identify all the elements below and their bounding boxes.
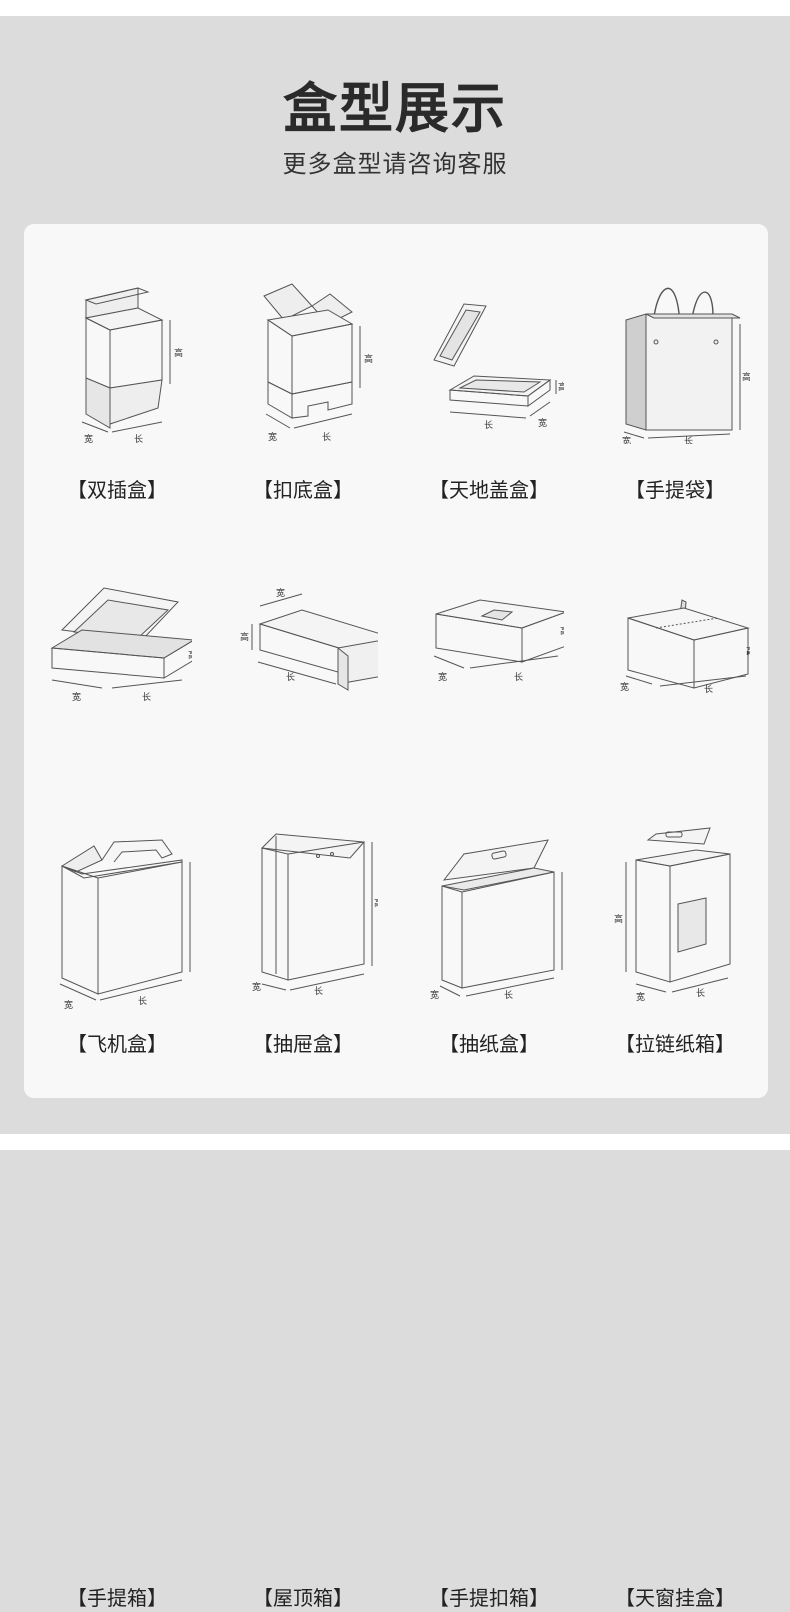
svg-text:高: 高 xyxy=(742,371,750,383)
box-label: 【扣底盒】 xyxy=(253,478,353,502)
svg-text:长: 长 xyxy=(484,419,493,431)
box-label: 【屋顶箱】 xyxy=(253,1586,353,1610)
svg-text:长: 长 xyxy=(142,691,151,703)
page-subtitle: 更多盒型请咨询客服 xyxy=(282,150,508,178)
box-label: 【天地盖盒】 xyxy=(429,478,549,502)
box-card-tissue[interactable]: 高 宽 长 【抽纸盒】 xyxy=(396,538,582,1056)
box-card-roof-box[interactable]: 高 宽 长 【屋顶箱】 xyxy=(210,794,396,1610)
svg-text:长: 长 xyxy=(514,671,523,683)
box-card-double-tuck[interactable]: 高 宽 长 【双插盒】 xyxy=(24,224,210,502)
height-label: 高 xyxy=(174,347,183,359)
svg-text:宽: 宽 xyxy=(252,981,261,993)
box-card-handbag[interactable]: 高 宽 长 【手提袋】 xyxy=(582,224,768,502)
box-label: 【抽纸盒】 xyxy=(439,1032,539,1056)
svg-text:高: 高 xyxy=(746,645,750,657)
svg-text:高: 高 xyxy=(560,625,564,637)
svg-text:高: 高 xyxy=(614,913,623,925)
svg-text:高: 高 xyxy=(240,631,249,643)
svg-text:高: 高 xyxy=(374,897,378,909)
svg-text:宽: 宽 xyxy=(538,417,547,429)
drawer-box-icon: 宽 高 长 xyxy=(228,558,378,758)
svg-text:长: 长 xyxy=(134,433,143,444)
svg-text:长: 长 xyxy=(504,989,513,1001)
box-card-handle-lock-box[interactable]: 高 宽 长 【手提扣箱】 xyxy=(396,794,582,1610)
svg-text:高: 高 xyxy=(364,353,373,365)
svg-text:宽: 宽 xyxy=(636,991,645,1003)
svg-text:长: 长 xyxy=(138,995,147,1007)
svg-text:宽: 宽 xyxy=(622,435,631,444)
bottom-band xyxy=(0,1134,790,1150)
roof-box-icon: 高 宽 长 xyxy=(228,814,378,1014)
box-catalog-panel: 高 宽 长 【双插盒】 高 宽 长 xyxy=(24,224,768,1610)
box-card-mailer[interactable]: 高 宽 长 【飞机盒】 xyxy=(24,538,210,1056)
page-title: 盒型展示 xyxy=(283,77,507,140)
handle-box-icon: 高 宽 长 xyxy=(42,814,192,1014)
box-label: 【手提箱】 xyxy=(67,1586,167,1610)
mailer-box-icon: 高 宽 长 xyxy=(42,558,192,758)
box-label: 【天窗挂盒】 xyxy=(615,1586,735,1610)
box-card-lid-base[interactable]: 高 长 宽 【天地盖盒】 xyxy=(396,224,582,502)
svg-text:宽: 宽 xyxy=(64,999,73,1011)
box-card-drawer[interactable]: 宽 高 长 【抽屉盒】 xyxy=(210,538,396,1056)
svg-text:长: 长 xyxy=(704,683,713,695)
top-band xyxy=(0,0,790,16)
double-tuck-box-icon: 高 宽 长 xyxy=(42,244,192,444)
lock-bottom-box-icon: 高 宽 长 xyxy=(228,244,378,444)
handle-lock-box-icon: 高 宽 长 xyxy=(414,814,564,1014)
box-card-lock-bottom[interactable]: 高 宽 长 【扣底盒】 xyxy=(210,224,396,502)
box-label: 【飞机盒】 xyxy=(67,1032,167,1056)
box-label: 【抽屉盒】 xyxy=(253,1032,353,1056)
svg-text:长: 长 xyxy=(684,435,693,444)
svg-text:长: 长 xyxy=(314,985,323,997)
svg-text:高: 高 xyxy=(188,649,192,661)
svg-text:宽: 宽 xyxy=(268,431,277,443)
box-card-handle-box[interactable]: 高 宽 长 【手提箱】 xyxy=(24,794,210,1610)
tissue-box-icon: 高 宽 长 xyxy=(414,558,564,758)
svg-text:宽: 宽 xyxy=(276,587,285,599)
svg-text:宽: 宽 xyxy=(84,433,93,444)
svg-text:长: 长 xyxy=(286,671,295,683)
svg-text:高: 高 xyxy=(558,381,564,393)
svg-text:宽: 宽 xyxy=(430,989,439,1001)
lid-base-box-icon: 高 长 宽 xyxy=(414,244,564,444)
handbag-icon: 高 宽 长 xyxy=(600,244,750,444)
box-card-window-hanger[interactable]: 高 宽 长 【天窗挂盒】 xyxy=(582,794,768,1610)
box-label: 【双插盒】 xyxy=(67,478,167,502)
svg-text:宽: 宽 xyxy=(620,681,629,693)
box-label: 【手提扣箱】 xyxy=(429,1586,549,1610)
box-label: 【手提袋】 xyxy=(625,478,725,502)
window-hanger-box-icon: 高 宽 长 xyxy=(600,814,750,1014)
svg-text:长: 长 xyxy=(322,431,331,443)
zipper-carton-icon: 高 宽 长 xyxy=(600,558,750,758)
box-card-zipper-carton[interactable]: 高 宽 长 【拉链纸箱】 xyxy=(582,538,768,1056)
svg-text:宽: 宽 xyxy=(438,671,447,683)
box-label: 【拉链纸箱】 xyxy=(615,1032,735,1056)
svg-text:宽: 宽 xyxy=(72,691,81,703)
svg-text:长: 长 xyxy=(696,987,705,999)
